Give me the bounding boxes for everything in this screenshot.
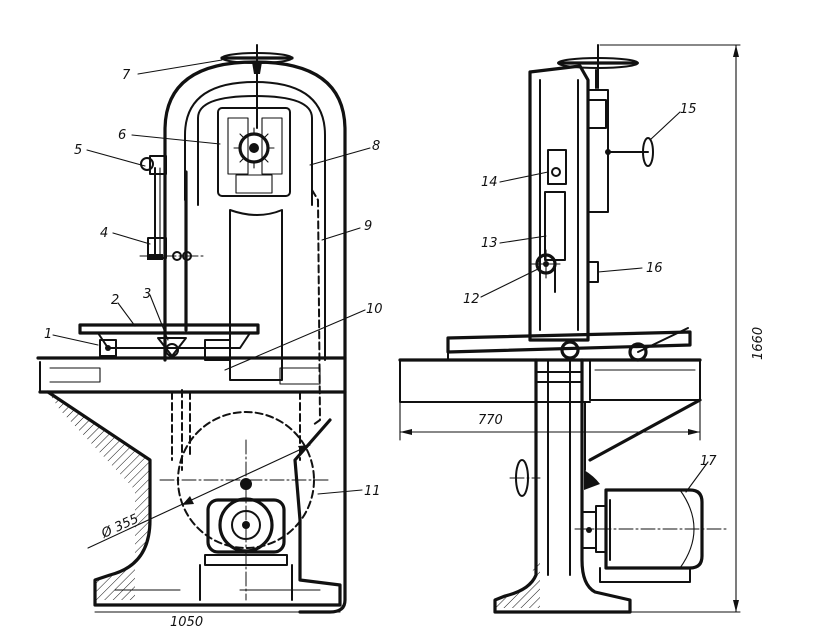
label-12: 12 (463, 292, 480, 307)
dimension-base-width: 1050 (170, 615, 203, 630)
label-17: 17 (700, 454, 717, 469)
side-column (528, 64, 590, 342)
part-labels: 7 6 5 8 4 9 2 3 10 1 11 15 14 13 16 12 1… (44, 68, 717, 499)
label-16: 16 (646, 261, 663, 276)
tension-housing (217, 107, 291, 197)
dimension-labels: Ø 355 1050 770 1660 (98, 327, 766, 630)
label-13: 13 (481, 236, 498, 251)
dimension-wheel-diameter: Ø 355 (98, 511, 141, 542)
front-frame-inner (184, 81, 326, 361)
label-4: 4 (100, 226, 108, 241)
label-8: 8 (372, 139, 380, 154)
label-5: 5 (74, 143, 82, 158)
side-table (446, 330, 692, 354)
front-table (78, 323, 260, 335)
front-column (229, 209, 283, 381)
label-11: 11 (364, 484, 381, 499)
label-7: 7 (122, 68, 131, 83)
label-1: 1 (44, 327, 52, 342)
dimension-overall-height: 1660 (751, 327, 766, 360)
label-9: 9 (364, 219, 372, 234)
front-view (36, 44, 371, 614)
label-2: 2 (111, 293, 119, 308)
motor (604, 488, 704, 570)
front-frame-outer (163, 60, 347, 614)
dimension-table-depth: 770 (478, 413, 503, 428)
diameter-dimension-line (87, 444, 311, 549)
label-6: 6 (118, 128, 126, 143)
blade-return-dashed (311, 189, 321, 426)
side-view (398, 44, 741, 614)
upper-guard (197, 95, 313, 206)
label-15: 15 (680, 102, 697, 117)
label-10: 10 (366, 302, 383, 317)
label-14: 14 (481, 175, 498, 190)
label-3: 3 (143, 287, 151, 302)
